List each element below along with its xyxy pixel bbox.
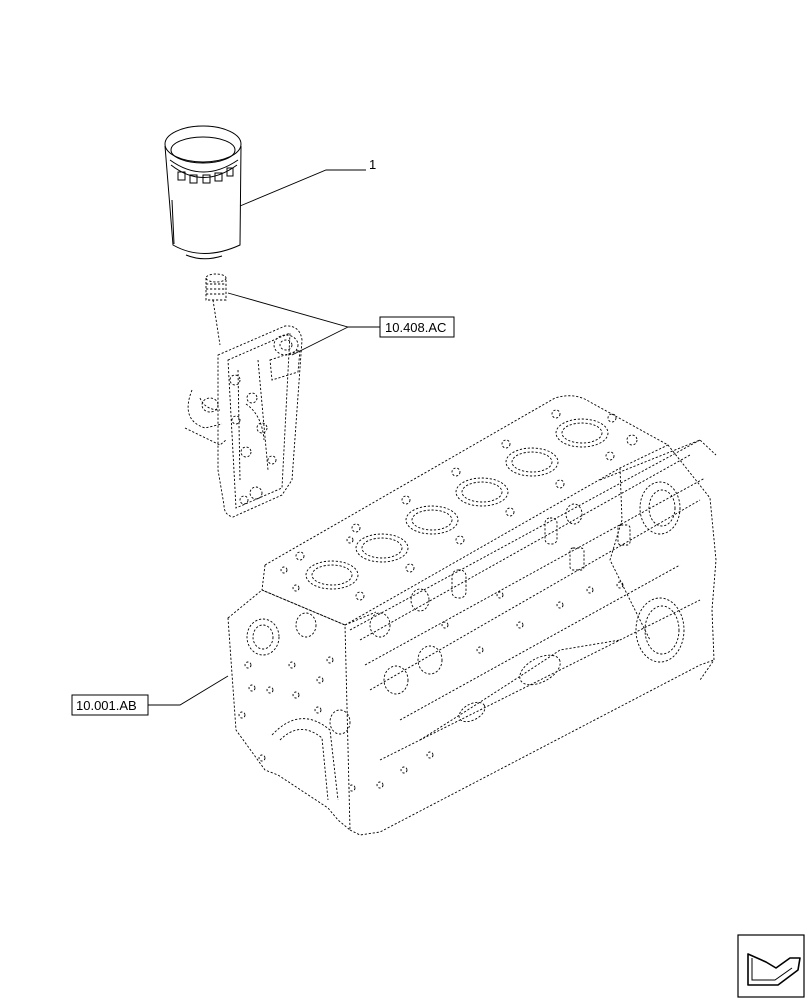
return-arrow-icon[interactable] xyxy=(737,934,805,998)
engine-block xyxy=(227,395,717,836)
threaded-nipple xyxy=(205,273,227,346)
oil-filter-cartridge xyxy=(164,125,242,260)
callout-10-001-ab[interactable]: 10.001.AB xyxy=(71,675,229,716)
oil-filter-adapter xyxy=(184,325,303,518)
callout-item-1[interactable]: 1 xyxy=(239,157,376,207)
callout-10-408-ac[interactable]: 10.408.AC xyxy=(227,292,455,356)
callout-item-1-label: 1 xyxy=(369,157,376,172)
callout-10-001-ab-label: 10.001.AB xyxy=(76,698,137,713)
callout-10-408-ac-label: 10.408.AC xyxy=(385,320,446,335)
